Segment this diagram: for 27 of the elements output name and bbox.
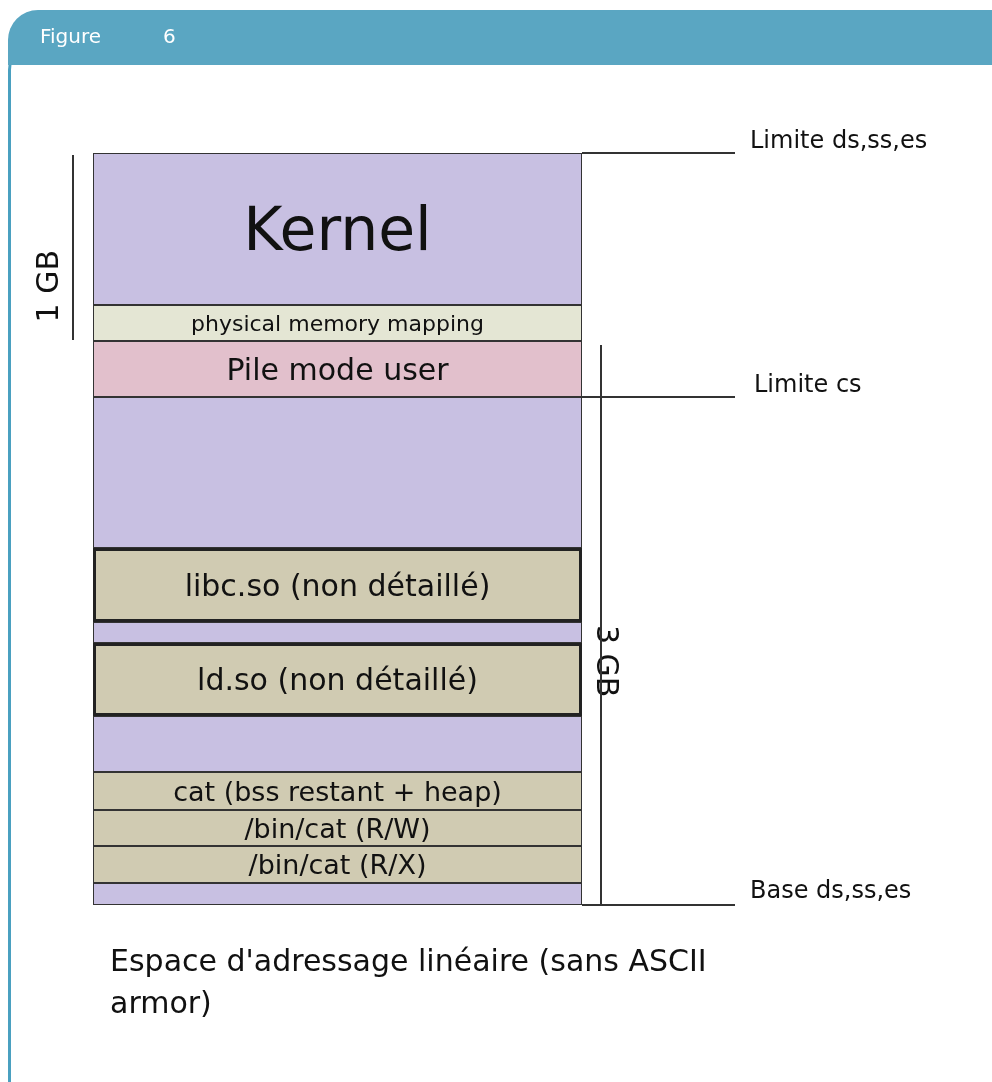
memory-segment [93,548,582,622]
memory-segment [93,305,582,341]
memory-segment [93,810,582,846]
boundary-label: Limite ds,ss,es [750,126,928,154]
empty-memory-region [93,622,582,643]
empty-memory-region [93,716,582,772]
segment-label: /bin/cat (R/W) [244,812,431,844]
memory-segment [93,341,582,397]
figure-number: 6 [163,24,176,48]
memory-segment [93,643,582,716]
segment-label: cat (bss restant + heap) [173,775,502,807]
segment-label: Pile mode user [226,351,449,387]
caption: Espace d'adressage linéaire (sans ASCII armor) [110,942,708,1022]
memory-segment [93,153,582,305]
boundary-label: Limite cs [754,370,862,398]
segment-label: libc.so (non détaillé) [184,567,491,603]
boundary-label: Base ds,ss,es [750,876,912,904]
empty-memory-region [93,397,582,548]
memory-segment [93,846,582,883]
empty-memory-region [93,883,582,905]
header-title: Figure [40,24,102,48]
segment-label: ld.so (non détaillé) [197,662,478,697]
segment-label: Kernel [243,194,432,264]
size-label: 1 GB [30,250,65,323]
segment-label: physical memory mapping [191,310,484,336]
segment-label: /bin/cat (R/X) [248,849,427,880]
memory-segment [93,772,582,810]
